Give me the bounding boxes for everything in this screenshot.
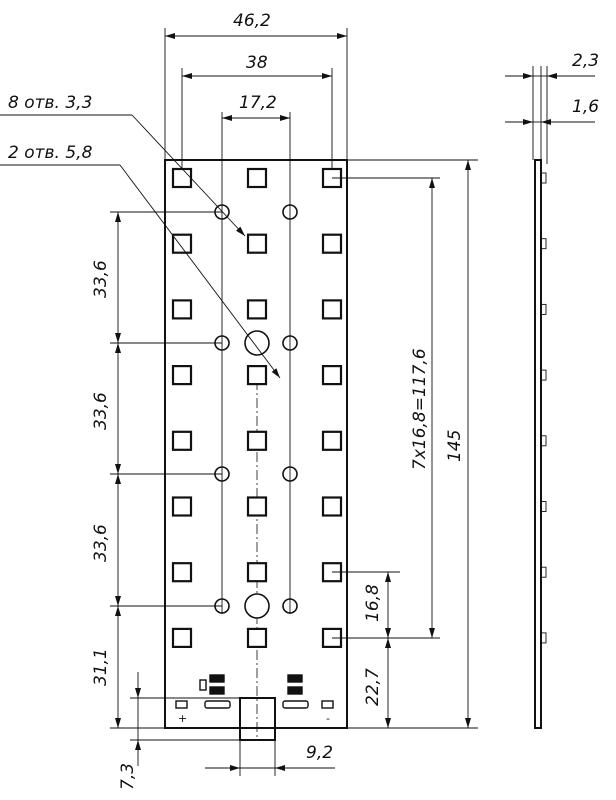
- dim-hole-pitch-x: 17,2: [239, 93, 277, 113]
- smd-component: [209, 674, 225, 683]
- led-pad: [171, 627, 193, 649]
- dim-overall-width: 46,2: [233, 11, 271, 31]
- smd-component: [282, 700, 309, 709]
- note-large-holes: 2 отв. 5,8: [8, 143, 93, 163]
- smd-component: [287, 674, 303, 683]
- dim-tab-width: 9,2: [306, 743, 333, 763]
- side-pad-profile: [540, 566, 547, 578]
- hole-notes: 8 отв. 3,3 2 отв. 5,8: [0, 93, 281, 379]
- dim-side-thickness-board: 1,6: [572, 97, 599, 117]
- minus-label: -: [326, 712, 330, 725]
- dim-hole-pitch-y-2: 33,6: [91, 392, 111, 430]
- smd-component: [175, 700, 188, 709]
- right-dimensions: 7х16,8=117,6 145 16,8 22,7: [332, 159, 478, 729]
- large-hole: [244, 593, 270, 619]
- led-pad: [321, 299, 343, 320]
- led-pad: [321, 365, 343, 386]
- led-pad: [171, 167, 193, 189]
- dim-bottom-tab-offset: 7,3: [118, 763, 138, 790]
- led-pad: [171, 496, 193, 517]
- led-pad: [321, 496, 343, 517]
- side-pad-profile: [540, 369, 547, 381]
- board-side-view: 2,3 1,6: [505, 51, 599, 729]
- led-pad: [171, 562, 193, 583]
- smd-component: [204, 700, 231, 709]
- led-pad: [246, 167, 268, 189]
- construction-lines: [164, 28, 348, 614]
- side-pad-profile: [540, 303, 547, 315]
- led-pad: [171, 299, 193, 320]
- led-pad: [246, 233, 268, 254]
- top-dimensions: 46,2 38 17,2: [165, 11, 347, 121]
- led-pad: [246, 365, 268, 386]
- led-pad: [321, 430, 343, 451]
- dim-side-thickness-total: 2,3: [572, 51, 599, 71]
- led-pad: [321, 233, 343, 254]
- dim-bottom-hole-offset: 31,1: [91, 648, 111, 686]
- side-board-outline: [534, 159, 542, 729]
- large-hole: [244, 330, 270, 356]
- plus-label: +: [178, 712, 187, 725]
- side-pad-profile: [540, 501, 547, 512]
- led-pad: [171, 233, 193, 254]
- led-pad: [246, 299, 268, 320]
- dim-pad-pitch-chain: 7х16,8=117,6: [410, 348, 430, 470]
- dim-hole-pitch-y-3: 33,6: [91, 524, 111, 562]
- led-pad: [246, 627, 268, 649]
- board-outline: [164, 159, 348, 729]
- led-pad: [246, 430, 268, 451]
- side-pad-profile: [540, 238, 547, 250]
- bottom-dimension: 9,2: [205, 740, 335, 776]
- smd-component: [209, 686, 225, 695]
- side-pad-profile: [540, 435, 547, 447]
- note-small-holes: 8 отв. 3,3: [8, 93, 92, 113]
- led-pad: [246, 562, 268, 583]
- dim-pad-pitch-x: 38: [246, 53, 268, 73]
- hole-set: [214, 204, 298, 619]
- dim-hole-pitch-y-1: 33,6: [91, 260, 111, 298]
- connector-tab: [239, 697, 276, 741]
- dim-overall-length: 145: [445, 430, 465, 462]
- smd-component: [321, 700, 334, 709]
- dim-last-row-offset: 16,8: [363, 584, 383, 622]
- smd-component: [199, 679, 207, 691]
- left-dimensions: 33,6 33,6 33,6 31,1 7,3: [91, 211, 240, 790]
- smd-component: [287, 686, 303, 695]
- side-pad-profile: [540, 172, 547, 184]
- side-pad-profile: [540, 632, 547, 644]
- led-pad: [171, 365, 193, 386]
- smd-components: + -: [175, 674, 334, 725]
- led-pad: [171, 430, 193, 451]
- dim-pad-to-edge: 22,7: [363, 668, 383, 706]
- led-pad: [246, 496, 268, 517]
